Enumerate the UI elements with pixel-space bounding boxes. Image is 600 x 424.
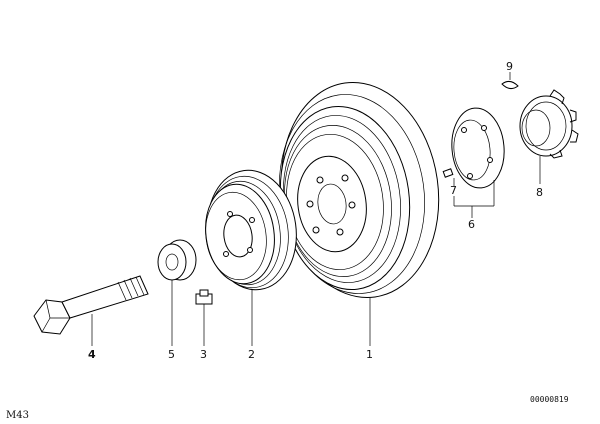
part-vibration-damper: [279, 82, 440, 298]
drawing-number: 00000819: [530, 395, 569, 404]
part-bolt: [33, 275, 149, 335]
callout-3: 3: [200, 348, 207, 361]
callout-9: 9: [506, 60, 513, 73]
callout-6: 6: [468, 218, 475, 231]
part-pulley: [205, 169, 297, 291]
callout-5: 5: [168, 348, 175, 361]
callout-7: 7: [450, 184, 457, 197]
callout-8: 8: [536, 186, 543, 199]
leader-lines: [91, 72, 541, 346]
part-hub: [451, 107, 505, 189]
part-key: [442, 168, 454, 178]
part-sprocket: [519, 89, 579, 159]
part-washer: [157, 239, 197, 281]
callout-2: 2: [248, 348, 255, 361]
callout-1: 1: [366, 348, 373, 361]
reference-code: M43: [6, 410, 29, 421]
part-woodruff-key: [501, 80, 519, 90]
part-screw: [195, 289, 213, 312]
callout-4: 4: [88, 348, 96, 361]
